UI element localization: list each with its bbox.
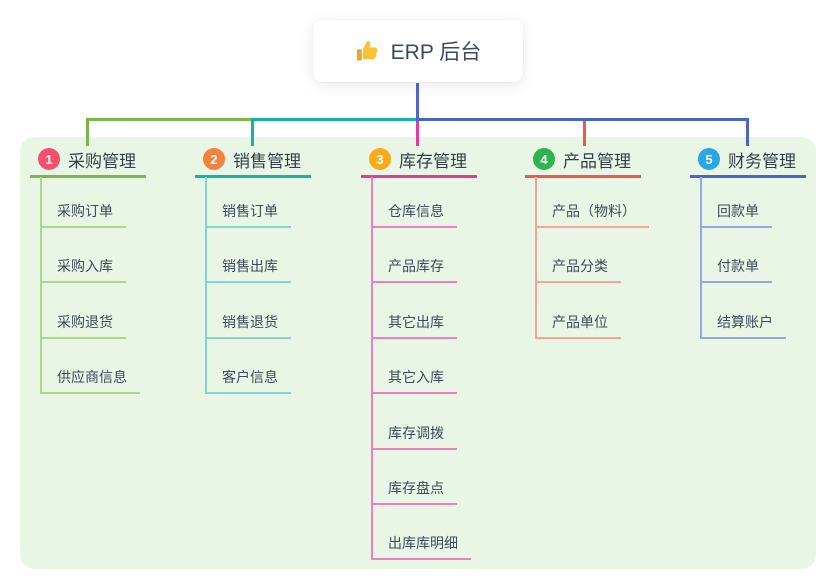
child-node[interactable]: 产品分类 xyxy=(535,257,621,283)
child-node[interactable]: 仓库信息 xyxy=(371,202,457,228)
child-node[interactable]: 回款单 xyxy=(700,202,772,228)
connector-branch-drop xyxy=(583,118,586,146)
child-node[interactable]: 产品单位 xyxy=(535,313,621,339)
branch-badge: 4 xyxy=(533,148,555,170)
child-node[interactable]: 采购退货 xyxy=(40,313,126,339)
connector-branch-drop xyxy=(251,118,254,146)
branches-background-panel xyxy=(20,137,816,569)
child-node[interactable]: 结算账户 xyxy=(700,313,786,339)
child-node[interactable]: 其它出库 xyxy=(371,313,457,339)
connector-branch-drop xyxy=(746,118,749,146)
child-node[interactable]: 产品库存 xyxy=(371,257,457,283)
branch-finance: 5 财务管理 回款单付款单结算账户 xyxy=(690,147,806,339)
branch-child-connector-line xyxy=(205,177,207,394)
branch-node-finance[interactable]: 5 财务管理 xyxy=(690,147,806,178)
connector-root-line xyxy=(416,83,419,120)
child-node[interactable]: 库存盘点 xyxy=(371,479,457,505)
branch-inventory: 3 库存管理 仓库信息产品库存其它出库其它入库库存调拨库存盘点出库库明细 xyxy=(361,147,477,560)
branch-product: 4 产品管理 产品（物料） 产品分类产品单位 xyxy=(525,147,649,339)
child-node[interactable]: 出库库明细 xyxy=(371,534,471,560)
child-node[interactable]: 销售退货 xyxy=(205,313,291,339)
branch-child-connector-line xyxy=(371,177,373,560)
branch-child-connector-line xyxy=(535,177,537,339)
branch-badge: 2 xyxy=(203,148,225,170)
branch-label: 财务管理 xyxy=(728,151,796,171)
connector-bus-segment xyxy=(416,118,749,121)
branch-label: 产品管理 xyxy=(563,151,631,171)
branch-child-connector-line xyxy=(700,177,702,339)
branch-label: 采购管理 xyxy=(68,151,136,171)
branch-child-connector-line xyxy=(40,177,42,394)
branch-badge: 3 xyxy=(369,148,391,170)
child-node[interactable]: 库存调拨 xyxy=(371,424,457,450)
branch-badge: 5 xyxy=(698,148,720,170)
connector-bus-segment xyxy=(86,118,254,121)
branch-label: 销售管理 xyxy=(233,151,301,171)
connector-branch-drop xyxy=(416,118,419,146)
thumbs-up-icon xyxy=(355,39,380,64)
child-node[interactable]: 销售订单 xyxy=(205,202,291,228)
child-node[interactable]: 供应商信息 xyxy=(40,368,140,394)
child-node[interactable]: 付款单 xyxy=(700,257,772,283)
branch-sales: 2 销售管理 销售订单销售出库销售退货客户信息 xyxy=(195,147,311,394)
child-node[interactable]: 客户信息 xyxy=(205,368,291,394)
branch-node-sales[interactable]: 2 销售管理 xyxy=(195,147,311,178)
branch-badge: 1 xyxy=(38,148,60,170)
branch-node-product[interactable]: 4 产品管理 xyxy=(525,147,641,178)
branch-label: 库存管理 xyxy=(399,151,467,171)
branch-node-inventory[interactable]: 3 库存管理 xyxy=(361,147,477,178)
root-node[interactable]: ERP 后台 xyxy=(313,20,523,82)
branch-purchase: 1 采购管理 采购订单采购入库采购退货供应商信息 xyxy=(30,147,146,394)
connector-bus-segment xyxy=(251,118,419,121)
child-node[interactable]: 其它入库 xyxy=(371,368,457,394)
root-node-label: ERP 后台 xyxy=(390,41,482,64)
child-node[interactable]: 采购订单 xyxy=(40,202,126,228)
connector-branch-drop xyxy=(86,118,89,146)
child-node[interactable]: 销售出库 xyxy=(205,257,291,283)
branch-node-purchase[interactable]: 1 采购管理 xyxy=(30,147,146,178)
child-node[interactable]: 采购入库 xyxy=(40,257,126,283)
child-node[interactable]: 产品（物料） xyxy=(535,202,649,228)
